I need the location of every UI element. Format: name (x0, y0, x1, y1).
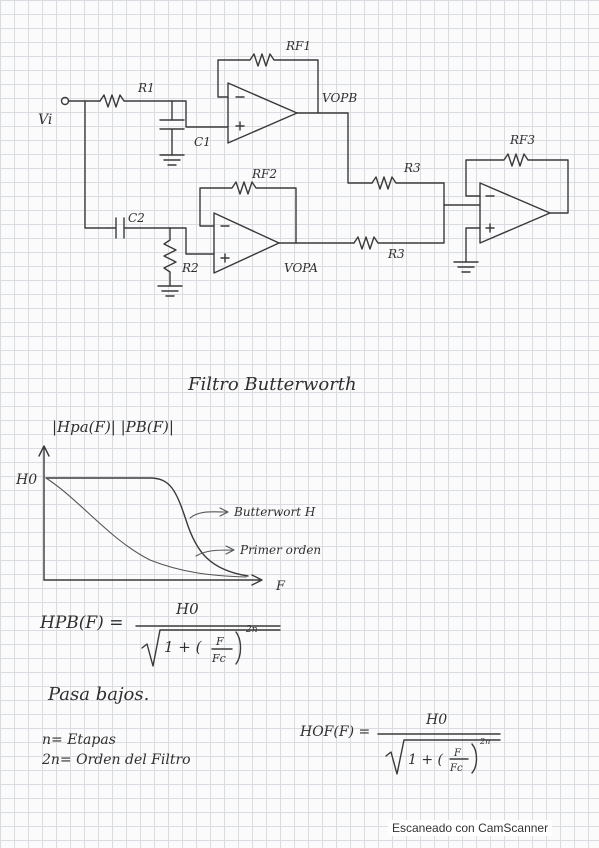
opamp-1 (227, 82, 298, 144)
note-etapas: n= Etapas (42, 732, 116, 748)
formula1-one-plus: 1 + ( (164, 638, 203, 656)
formula2-one-plus: 1 + ( (408, 752, 444, 768)
formula2-numerator: H0 (425, 712, 447, 728)
formula2-lhs: HOF(F) = (299, 724, 370, 740)
input-wire (68, 100, 109, 229)
label-rf2: RF2 (251, 167, 277, 181)
capacitor-c1 (159, 119, 185, 156)
opamp-1-pins (235, 96, 245, 131)
butterworth-curve (45, 477, 249, 577)
formula1-exp: 2n (245, 625, 258, 635)
formula2-fc: Fc (449, 763, 463, 774)
label-r2: R2 (181, 261, 199, 275)
formula2-f: F (453, 748, 462, 759)
resistor-r2 (163, 227, 177, 287)
label-vi: Vi (38, 112, 52, 128)
capacitor-c2 (107, 217, 171, 239)
resistor-r1 (99, 94, 173, 108)
label-r3-top: R3 (403, 161, 421, 175)
label-r3-bottom: R3 (387, 247, 405, 261)
x-axis (43, 574, 263, 586)
formula2-close-paren (471, 743, 478, 774)
graph-ylabel: |Hpa(F)| |PB(F)| (52, 418, 174, 436)
wire-c2-node (169, 227, 215, 255)
opamp-3-pins (485, 195, 495, 233)
graph-title: Filtro Butterworth (187, 374, 357, 395)
wire-r1-node (171, 100, 229, 128)
resistor-rf2 (199, 181, 297, 244)
ground-r2 (157, 285, 183, 297)
opamp-3 (479, 182, 551, 244)
label-r1: R1 (137, 81, 155, 95)
ground-c1 (159, 154, 185, 166)
scanner-watermark: Escaneado con CamScanner (388, 820, 553, 836)
opamp-2 (213, 212, 280, 274)
label-primer-orden: Primer orden (239, 543, 321, 557)
resistor-r3-top (371, 176, 481, 206)
label-vopa: VOPA (284, 261, 318, 275)
note-orden: 2n= Orden del Filtro (41, 752, 191, 768)
label-c2: C2 (128, 211, 145, 225)
note-pasa-bajos: Pasa bajos. (47, 684, 149, 705)
opamp-2-pins (220, 225, 230, 263)
first-order-curve (45, 477, 247, 578)
label-h0: H0 (15, 472, 37, 488)
y-axis (38, 445, 50, 581)
arrow-butterworth (189, 507, 229, 519)
formula1-f: F (215, 635, 224, 648)
arrow-primer (195, 545, 235, 557)
resistor-rf3 (465, 153, 569, 214)
label-butterworth: Butterwort H (233, 505, 316, 519)
formula1-sqrt (141, 629, 281, 667)
input-terminal (60, 96, 70, 106)
frequency-response-graph (38, 445, 263, 586)
formula2-exp: 2n (479, 737, 490, 746)
formula1-lhs: HPB(F) = (39, 613, 123, 633)
ground-opamp3 (453, 261, 479, 273)
resistor-r3-bottom (353, 204, 445, 250)
wire-vopb (317, 112, 373, 184)
formula1-fc: Fc (211, 652, 226, 665)
formula2-sqrt (385, 739, 501, 775)
label-x-axis: F (275, 579, 286, 594)
circuit-schematic (60, 53, 569, 297)
label-vopb: VOPB (322, 91, 357, 105)
label-rf3: RF3 (509, 133, 535, 147)
formula1-numerator: H0 (175, 600, 199, 618)
label-c1: C1 (194, 135, 211, 149)
wire-opamp3-plus (465, 227, 481, 263)
label-rf1: RF1 (285, 39, 311, 53)
formula1-close-paren (235, 631, 242, 665)
resistor-rf1 (217, 53, 319, 114)
